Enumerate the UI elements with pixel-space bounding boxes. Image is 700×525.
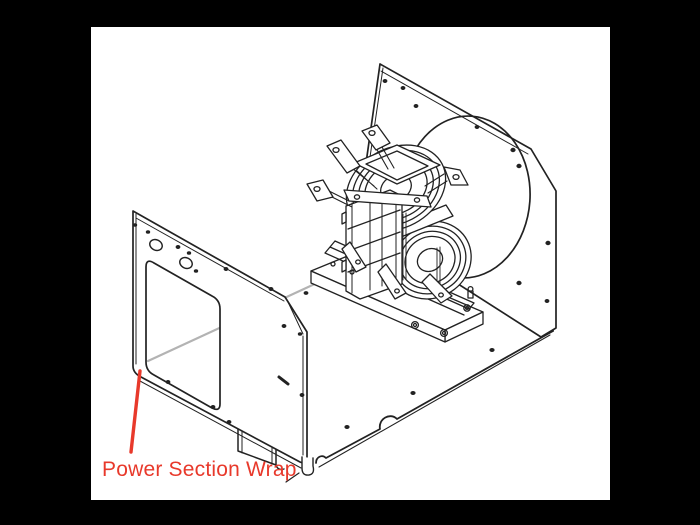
power-section-wrap-diagram xyxy=(129,63,557,483)
base-bolts xyxy=(330,261,474,338)
drawing-canvas: Power Section Wrap xyxy=(91,27,610,500)
tie-rods xyxy=(402,212,441,285)
floor-holes xyxy=(297,291,495,429)
rear-panel-holes xyxy=(382,79,551,303)
mounting-arms xyxy=(306,124,469,208)
oval-hole xyxy=(149,238,163,252)
part-label: Power Section Wrap xyxy=(102,458,297,481)
gusset-legs xyxy=(341,241,453,304)
oval-hole xyxy=(179,256,193,270)
leader-line xyxy=(129,369,142,454)
wrap-holes xyxy=(132,223,305,424)
wrap-panel xyxy=(132,210,315,483)
transformer-assembly xyxy=(306,124,484,343)
slot-hole xyxy=(277,375,290,386)
front-strap xyxy=(343,189,432,208)
